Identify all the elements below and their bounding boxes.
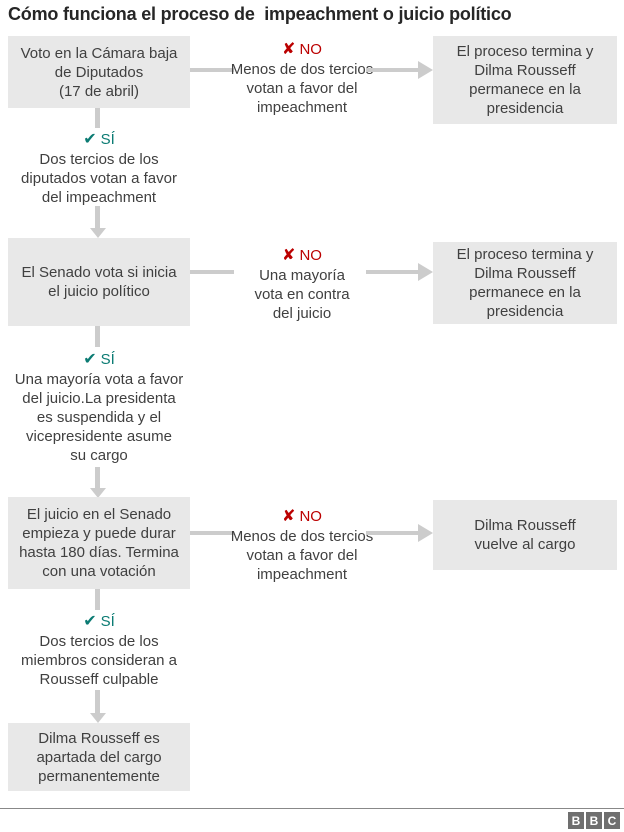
step-3-right-arrow-icon [418, 524, 433, 542]
step-3-no-header: ✘NO [212, 507, 392, 527]
step-2-si-header: ✔SÍ [8, 350, 190, 370]
step-2-down-arrow-icon [90, 488, 106, 498]
step-3-no-branch: ✘NO Menos de dos tercios votan a favor d… [212, 507, 392, 584]
step-2-outcome-box: El proceso termina y Dilma Rousseff perm… [433, 242, 617, 324]
step-1-si-branch: ✔SÍ Dos tercios de los diputados votan a… [8, 130, 190, 207]
no-label: NO [299, 508, 322, 525]
bbc-logo-letter: C [604, 812, 620, 829]
step-2-no-header: ✘NO [212, 246, 392, 266]
step-3-down-arrow-icon [90, 713, 106, 723]
step-2-right-arrow-shaft [366, 270, 418, 274]
check-icon: ✔ [83, 131, 97, 148]
step-1-si-header: ✔SÍ [8, 130, 190, 150]
step-1-right-arrow-shaft [366, 68, 418, 72]
no-label: NO [299, 41, 322, 58]
step-2-box: El Senado vota si inicia el juicio polít… [8, 238, 190, 326]
si-label: SÍ [100, 131, 115, 148]
no-label: NO [299, 247, 322, 264]
step-2-right-arrow-icon [418, 263, 433, 281]
step-3-no-connector-line [190, 531, 234, 535]
check-icon: ✔ [83, 351, 97, 368]
x-icon: ✘ [282, 508, 296, 525]
step-3-right-arrow-shaft [366, 531, 418, 535]
step-3-si-branch: ✔SÍ Dos tercios de los miembros consider… [8, 612, 190, 689]
step-1-outcome-text: El proceso termina y Dilma Rousseff perm… [456, 43, 594, 117]
step-3-si-connector-line [95, 589, 100, 610]
step-2-no-branch: ✘NO Una mayoría vota en contra del juici… [212, 246, 392, 323]
step-2-outcome-text: El proceso termina y Dilma Rousseff perm… [456, 246, 594, 320]
x-icon: ✘ [282, 41, 296, 58]
step-1-down-arrow-shaft [95, 206, 100, 228]
step-1-no-branch: ✘NO Menos de dos tercios votan a favor d… [212, 40, 392, 117]
step-1-down-arrow-icon [90, 228, 106, 238]
si-label: SÍ [100, 351, 115, 368]
step-1-si-text: Dos tercios de los diputados votan a fav… [21, 151, 177, 206]
step-2-no-text: Una mayoría vota en contra del juicio [254, 267, 350, 322]
step-1-box: Voto en la Cámara baja de Diputados (17 … [8, 36, 190, 108]
step-2-si-branch: ✔SÍ Una mayoría vota a favor del juicio.… [8, 350, 190, 465]
final-result-text: Dilma Rousseff es apartada del cargo per… [36, 729, 162, 785]
step-3-si-header: ✔SÍ [8, 612, 190, 632]
step-3-no-text: Menos de dos tercios votan a favor del i… [230, 528, 374, 583]
page-title: Cómo funciona el proceso de impeachment … [8, 4, 512, 24]
step-2-box-text: El Senado vota si inicia el juicio polít… [21, 264, 177, 300]
step-3-outcome-box: Dilma Rousseff vuelve al cargo [433, 500, 617, 570]
step-1-no-text: Menos de dos tercios votan a favor del i… [230, 61, 374, 116]
step-3-box: El juicio en el Senado empieza y puede d… [8, 497, 190, 589]
step-3-down-arrow-shaft [95, 690, 100, 713]
step-2-si-connector-line [95, 326, 100, 347]
step-2-down-arrow-shaft [95, 467, 100, 488]
step-3-outcome-text: Dilma Rousseff vuelve al cargo [474, 517, 576, 553]
step-1-no-connector-line [190, 68, 234, 72]
footer-divider [0, 808, 624, 809]
step-3-box-text: El juicio en el Senado empieza y puede d… [19, 506, 179, 580]
step-2-si-text: Una mayoría vota a favor del juicio.La p… [14, 371, 184, 464]
bbc-logo: B B C [568, 812, 620, 829]
step-1-si-connector-line [95, 108, 100, 128]
step-1-no-header: ✘NO [212, 40, 392, 60]
check-icon: ✔ [83, 613, 97, 630]
si-label: SÍ [100, 613, 115, 630]
step-2-no-connector-line [190, 270, 234, 274]
x-icon: ✘ [282, 247, 296, 264]
bbc-logo-letter: B [586, 812, 602, 829]
bbc-logo-letter: B [568, 812, 584, 829]
final-result-box: Dilma Rousseff es apartada del cargo per… [8, 723, 190, 791]
step-1-box-text: Voto en la Cámara baja de Diputados (17 … [20, 44, 178, 100]
step-3-si-text: Dos tercios de los miembros consideran a… [21, 633, 177, 688]
step-1-outcome-box: El proceso termina y Dilma Rousseff perm… [433, 36, 617, 124]
step-1-right-arrow-icon [418, 61, 433, 79]
